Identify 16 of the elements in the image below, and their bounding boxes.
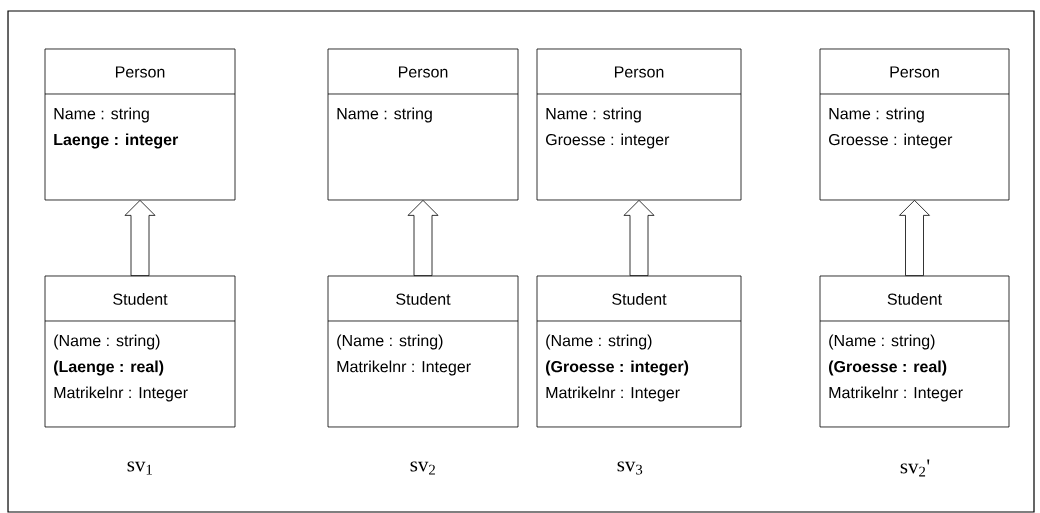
class-box: Student (Name : string) Matrikelnr : Integer bbox=[327, 275, 519, 428]
version-label: sv$_{2}$' bbox=[900, 459, 930, 477]
class-box: Student (Name : string) (Groesse : real) Matrikelnr : Integer bbox=[819, 275, 1010, 428]
version-label: sv$_{3}$ bbox=[617, 461, 643, 475]
inheritance-arrow bbox=[623, 200, 655, 276]
class-box: Person Name : string Groesse : integer bbox=[536, 48, 742, 201]
class-box: Person Name : string bbox=[327, 48, 519, 201]
inheritance-arrow bbox=[124, 200, 156, 276]
inheritance-arrow bbox=[899, 200, 930, 276]
inheritance-arrow bbox=[407, 200, 439, 276]
class-box: Person Name : string Laenge : integer bbox=[44, 48, 236, 201]
version-label: sv$_{1}$ bbox=[127, 461, 152, 475]
version-label: sv$_{2}$ bbox=[410, 461, 435, 475]
class-box: Student (Name : string) (Laenge : real) Matrikelnr : Integer bbox=[44, 275, 236, 428]
class-box: Student (Name : string) (Groesse : integer) Matrikelnr : Integer bbox=[536, 275, 742, 428]
class-box: Person Name : string Groesse : integer bbox=[819, 48, 1010, 201]
